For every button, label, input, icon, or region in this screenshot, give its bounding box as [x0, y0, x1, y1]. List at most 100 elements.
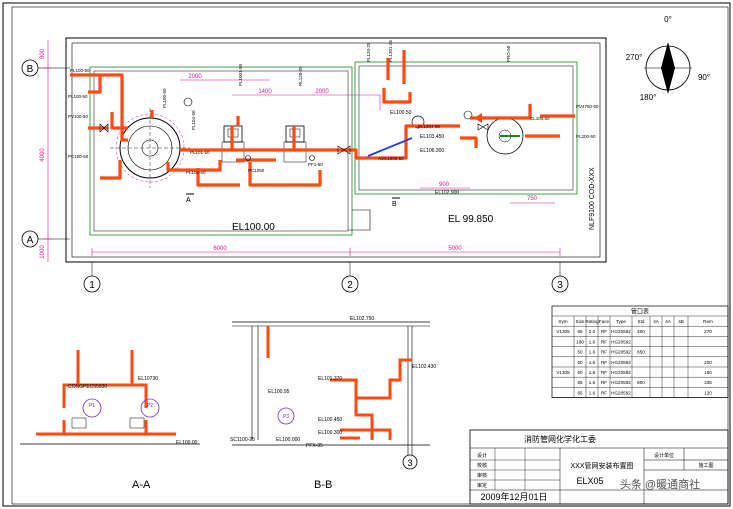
grid-bubble-b	[21, 59, 39, 77]
pipe-label-27: CL104.50	[530, 116, 550, 121]
inner-frame	[11, 6, 729, 505]
section-title-aa: A-A	[132, 479, 151, 491]
bb-elev-5: EL100.450	[318, 417, 342, 423]
section-aa: P1 P2 CONGPEC55830 EL10730 EL100.00 A-A	[20, 350, 200, 491]
dim-1000: 1000	[40, 245, 46, 259]
compass-south: 180°	[640, 93, 657, 102]
bb-label-sc: SC1100-25	[230, 437, 255, 443]
dim-800: 800	[40, 48, 46, 59]
grid-label-b: B	[27, 64, 34, 75]
nozzle-cell: 200	[704, 360, 712, 365]
nozzle-cell: RF	[601, 339, 607, 344]
pipe-label-20: PL1304-50	[418, 124, 441, 129]
grid-label-3: 3	[557, 280, 563, 291]
grid-label-2: 2	[347, 280, 353, 291]
dim-5000: 5000	[448, 246, 462, 252]
storage-tank	[110, 97, 193, 188]
elev-tank-area: EL100.00	[232, 222, 275, 233]
aa-label-2: EL10730	[138, 376, 158, 382]
nozzle-cell: 65	[577, 329, 583, 334]
nozzle-cell: V1308	[556, 370, 570, 375]
tb-approval-2: 校核	[477, 462, 487, 469]
nozzle-header-cell: 4A	[653, 319, 660, 324]
bb-label-pfx: PFX-35	[306, 443, 323, 449]
bb-elev-7: EL100.000	[276, 437, 300, 443]
dim-4000: 4000	[40, 148, 46, 162]
nozzle-cell: 1.6	[589, 380, 596, 385]
pipe-label-13: PL1001-50	[238, 63, 243, 86]
nozzle-cell: HG20592	[611, 370, 631, 375]
grid-label-1: 1	[89, 280, 95, 291]
nozzle-header-cell: Size	[576, 319, 585, 324]
grid-bubble-1	[83, 275, 101, 293]
nozzle-header-cell: 4B	[678, 319, 684, 324]
tb-drawing-no: ELX05	[576, 476, 603, 486]
elev-103-450: EL103.450	[420, 134, 444, 140]
section-title-bb: B-B	[314, 479, 332, 491]
dim-2000: 2000	[315, 89, 329, 95]
north-compass: 0° 90° 180° 270°	[626, 15, 710, 102]
pipe-label-1: PL100-50	[70, 68, 90, 73]
nozzle-cell: HG20592	[611, 329, 631, 334]
pipe-label-9: PF1-50	[308, 162, 323, 167]
nozzle-cell: 65	[577, 380, 583, 385]
nozzle-cell: 50	[577, 370, 583, 375]
tb-watermark: 头条 @暖通商社	[620, 477, 700, 491]
pipe-label-17: RL120-25	[298, 66, 303, 86]
dim-750: 750	[527, 196, 538, 202]
section-marker-b: B	[392, 201, 397, 208]
nozzle-cell: 65	[577, 390, 583, 395]
dim-2000b: 2000	[188, 74, 202, 80]
tb-approval-1: 设计	[477, 452, 487, 459]
pipe-label-18: PL120-25	[366, 42, 371, 62]
grid-label-3b: 3	[407, 458, 412, 468]
pump-basin	[354, 61, 578, 195]
plan-view: B A 1 2 3 6000 5000 4000 1000	[21, 37, 607, 293]
pipe-label-11: ASC1806-50	[378, 156, 404, 161]
nozzle-cell: 800	[637, 380, 645, 385]
flow-arrow	[474, 113, 482, 123]
compass-west: 270°	[626, 53, 643, 62]
nozzle-cell: RF	[601, 350, 607, 355]
grid-bubble-a	[21, 230, 39, 248]
pipe-label-12: PC1050	[248, 168, 265, 173]
elev-102-900: EL102.900	[435, 190, 459, 196]
dim-6000: 6000	[213, 246, 227, 252]
aa-label-1: CONGPEC55830	[68, 384, 107, 390]
valve-symbols	[99, 123, 489, 161]
pipe-label-28: PRO-50	[506, 45, 511, 62]
grid-label-a: A	[27, 235, 34, 246]
elev-100-50: EL100.50	[390, 110, 412, 116]
nozzle-header-cell: Rem	[703, 319, 713, 324]
tb-date: 2009年12月01日	[480, 491, 547, 502]
elev-pump-area: EL 99.850	[448, 214, 494, 225]
aa-label-3: EL100.00	[176, 440, 198, 446]
nozzle-cell: HG20592	[611, 360, 631, 365]
bb-elev-3: EL101.370	[318, 376, 342, 382]
grid-bubble-2	[341, 275, 359, 293]
nozzle-cell: HG20592	[611, 350, 631, 355]
dim-900: 900	[439, 182, 450, 188]
tb-stage: 施工图	[698, 462, 713, 469]
pipe-label-2: PL100-50	[68, 94, 88, 99]
pipe-label-10: PL100-50	[162, 88, 167, 108]
nozzle-cell: 1.6	[589, 390, 596, 395]
nozzle-header-cell: Type	[616, 319, 626, 324]
pipe-label-19: PL1301-25	[388, 39, 393, 62]
nozzle-cell: HG20592	[611, 390, 631, 395]
nozzle-cell: 335	[704, 380, 712, 385]
nozzle-cell: V1305	[556, 329, 570, 334]
title-block: 消防管网化学化工委 设计 校核 审核 审定 XXX管网安装布置图 ELX05 设…	[469, 429, 729, 505]
pipe-label-14: PV4750-50	[576, 104, 599, 109]
process-piping-plan	[70, 50, 575, 187]
nozzle-cell: HG20592	[611, 339, 631, 344]
nozzle-cell: 1.6	[589, 350, 596, 355]
nozzle-cell: 120	[704, 390, 712, 395]
nozzle-cell: HG20592	[611, 380, 631, 385]
nozzle-header-cell: Std	[638, 319, 645, 324]
section-marker-a: A	[186, 197, 191, 204]
pipe-label-15: PL200-50	[576, 134, 596, 139]
section-bb: P3 EL102.750 EL102.430 EL101.370 EL100.9…	[230, 316, 436, 491]
nozzle-cell: 650	[637, 350, 645, 355]
